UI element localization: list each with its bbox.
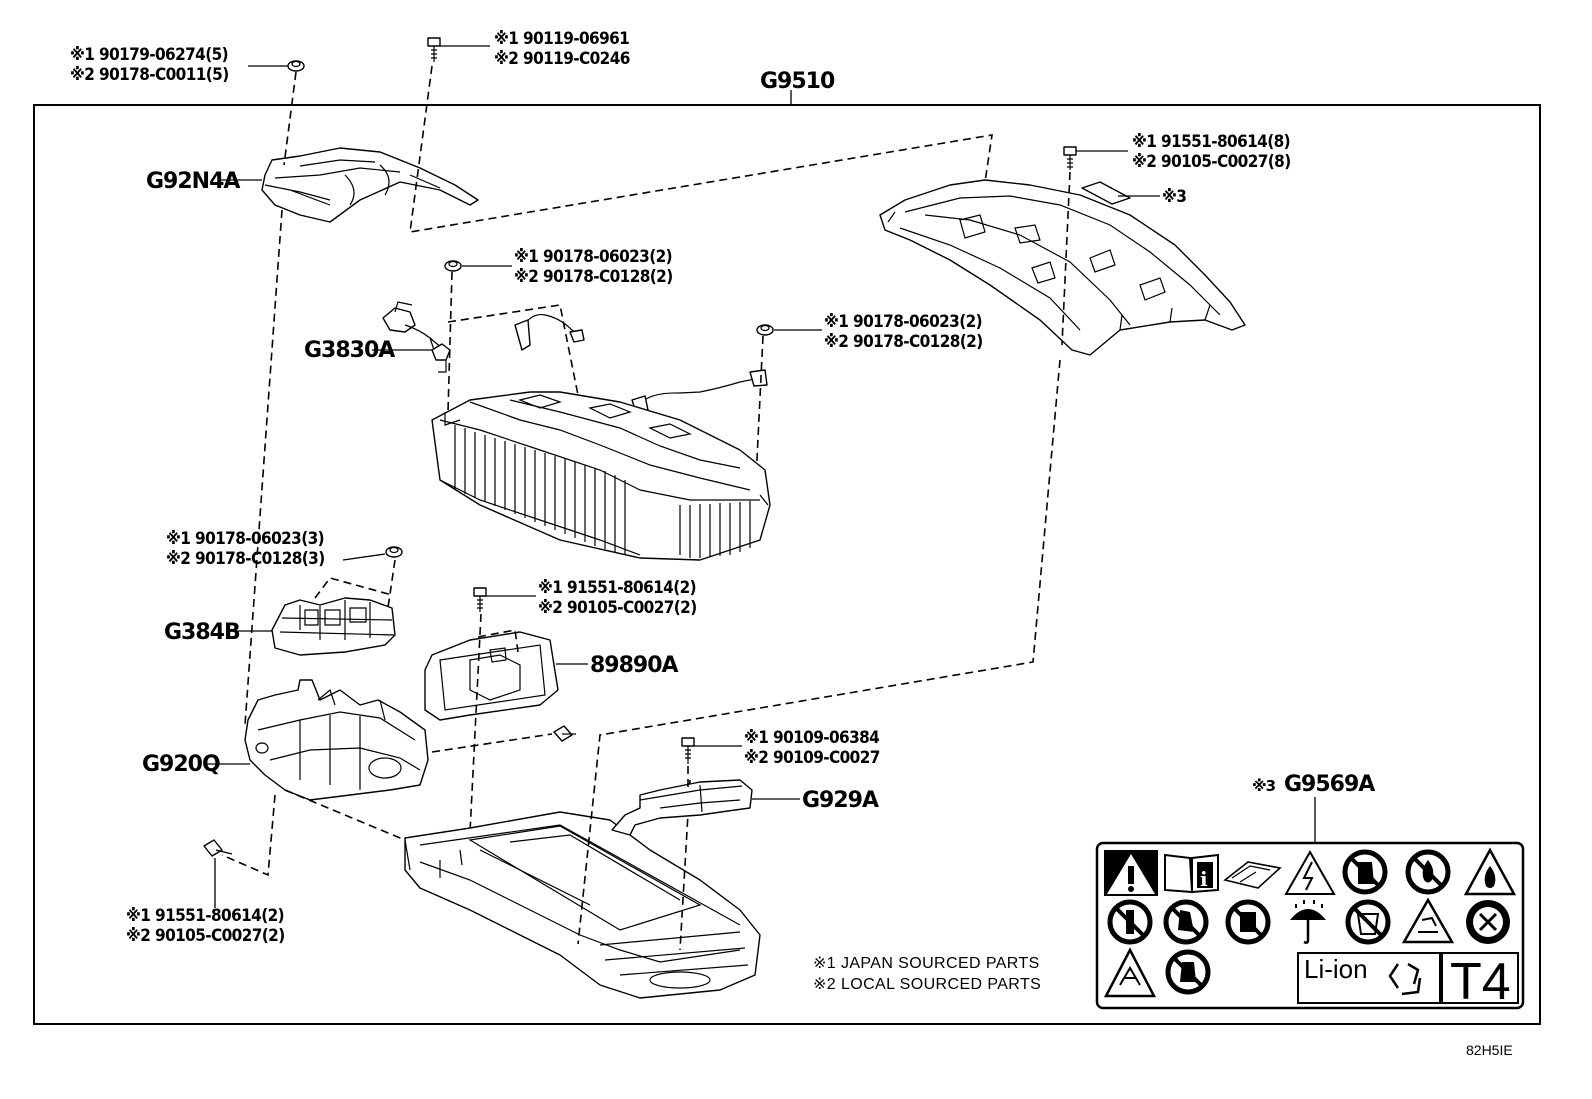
label-g929a: G929A: [802, 788, 879, 813]
fastener-right-cover-line2: ※2 90105-C0027(8): [1132, 152, 1291, 172]
nut-icon[interactable]: [756, 324, 774, 336]
fastener-right-nut-line2: ※2 90178-C0128(2): [824, 332, 983, 352]
fastener-mid-nut-line2: ※2 90178-C0128(2): [514, 267, 673, 287]
no-dispose-icon: [1345, 899, 1391, 945]
class-text: T4: [1450, 953, 1511, 1011]
label-g384b: G384B: [164, 620, 240, 645]
label-g92n4a: G92N4A: [146, 169, 240, 194]
wire-harness-g3830a[interactable]: [382, 301, 451, 373]
fastener-right-cover-line1: ※1 91551-80614(8): [1132, 132, 1290, 152]
battery-upper-cover[interactable]: [879, 179, 1246, 356]
label-g3830a: G3830A: [304, 338, 395, 363]
bolt-icon[interactable]: [427, 37, 441, 62]
legend-japan: ※1 JAPAN SOURCED PARTS: [813, 955, 1040, 972]
svg-text:i: i: [1200, 867, 1208, 891]
fastener-center-bolt-line1: ※1 91551-80614(2): [538, 578, 696, 598]
screw-icon[interactable]: [553, 725, 576, 742]
label-g9569a: G9569A: [1284, 772, 1375, 797]
warning-triangle-icon: [1104, 850, 1158, 896]
warning-label-sticker: [1081, 181, 1131, 205]
junction-block-g384b[interactable]: [271, 597, 396, 656]
bus-bar-wire[interactable]: [514, 313, 585, 351]
bracket-g929a[interactable]: [611, 779, 753, 836]
label-g920q: G920Q: [142, 752, 220, 777]
label-ref: ※3: [1162, 187, 1186, 207]
fastener-left-nut-line1: ※1 90178-06023(3): [166, 529, 324, 549]
shroud-g92n4a[interactable]: [261, 147, 479, 223]
no-disassemble-icon: [1225, 899, 1271, 945]
bolt-icon[interactable]: [1063, 146, 1077, 170]
fastener-top-center-line2: ※2 90119-C0246: [494, 49, 630, 69]
fastener-bottom-left-line1: ※1 91551-80614(2): [126, 906, 284, 926]
manual-book-icon: [1223, 861, 1282, 889]
keep-dry-icon: [1290, 900, 1326, 944]
nut-icon[interactable]: [287, 60, 305, 72]
battery-ecu-89890a[interactable]: [424, 631, 559, 721]
chemistry-text: Li-ion: [1304, 954, 1368, 984]
assembly-code: G9510: [760, 69, 835, 94]
label-g9569a-mark: ※3: [1252, 777, 1276, 795]
high-voltage-icon: [1284, 849, 1336, 895]
warning-label-plate: i: [1095, 841, 1525, 1011]
bolt-icon[interactable]: [473, 587, 487, 612]
no-fire-icon: [1405, 849, 1451, 895]
read-manual-icon: i: [1164, 853, 1219, 894]
fastener-top-left-line1: ※1 90179-06274(5): [70, 45, 228, 65]
temperature-sensor-wire[interactable]: [631, 369, 768, 413]
no-children-icon: [1107, 899, 1153, 945]
fastener-top-left-line2: ※2 90178-C0011(5): [70, 65, 229, 85]
fastener-top-center-line1: ※1 90119-06961: [494, 29, 629, 49]
diagram-id: 82H5IE: [1466, 1042, 1513, 1058]
battery-module-stack[interactable]: [431, 391, 771, 561]
legend-local: ※2 LOCAL SOURCED PARTS: [813, 976, 1041, 993]
bracket-g920q[interactable]: [244, 679, 429, 801]
explosive-icon: [1103, 947, 1157, 998]
bolt-icon[interactable]: [203, 839, 233, 857]
assembly-frame: [33, 104, 1541, 1025]
corrosive-icon: [1401, 897, 1455, 944]
fastener-center-bolt-line2: ※2 90105-C0027(2): [538, 598, 697, 618]
flammable-icon: [1463, 847, 1517, 896]
no-child-handling-icon: [1165, 949, 1211, 995]
fastener-right-nut-line1: ※1 90178-06023(2): [824, 312, 982, 332]
recycle-seal-icon: [1466, 900, 1510, 944]
no-step-icon: [1163, 899, 1209, 945]
no-touch-icon: [1342, 849, 1388, 895]
recycle-icon: [1388, 962, 1422, 996]
label-89890a: 89890A: [590, 653, 679, 678]
fastener-g929a-bolt-line1: ※1 90109-06384: [744, 728, 879, 748]
fastener-mid-nut-line1: ※1 90178-06023(2): [514, 247, 672, 267]
nut-icon[interactable]: [385, 546, 403, 558]
fastener-left-nut-line2: ※2 90178-C0128(3): [166, 549, 325, 569]
nut-icon[interactable]: [444, 260, 462, 272]
fastener-bottom-left-line2: ※2 90105-C0027(2): [126, 926, 285, 946]
fastener-g929a-bolt-line2: ※2 90109-C0027: [744, 748, 880, 768]
bolt-icon[interactable]: [681, 737, 695, 764]
